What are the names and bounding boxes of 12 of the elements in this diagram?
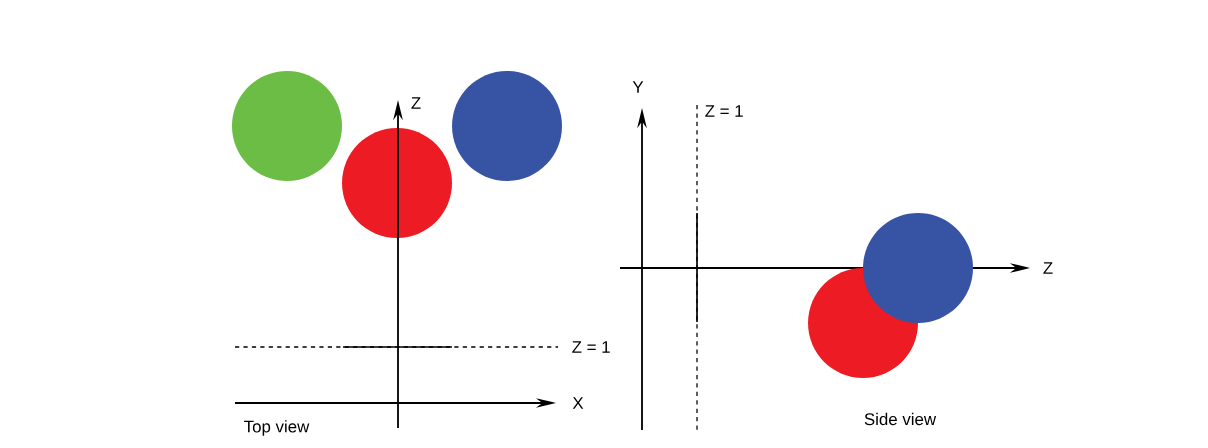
sphere bbox=[342, 128, 452, 238]
axis-label: Z = 1 bbox=[572, 341, 610, 353]
sphere bbox=[232, 71, 342, 181]
axis-label: Z bbox=[411, 97, 421, 109]
sphere bbox=[863, 213, 973, 323]
axis-label: Y bbox=[632, 81, 644, 93]
axis-label: X bbox=[572, 397, 584, 409]
axis-label: Side view bbox=[864, 412, 937, 426]
sphere bbox=[452, 71, 562, 181]
axis-label: Top view bbox=[244, 420, 310, 436]
axis-label: Z bbox=[1043, 262, 1053, 274]
axis-label: Z = 1 bbox=[705, 105, 743, 117]
